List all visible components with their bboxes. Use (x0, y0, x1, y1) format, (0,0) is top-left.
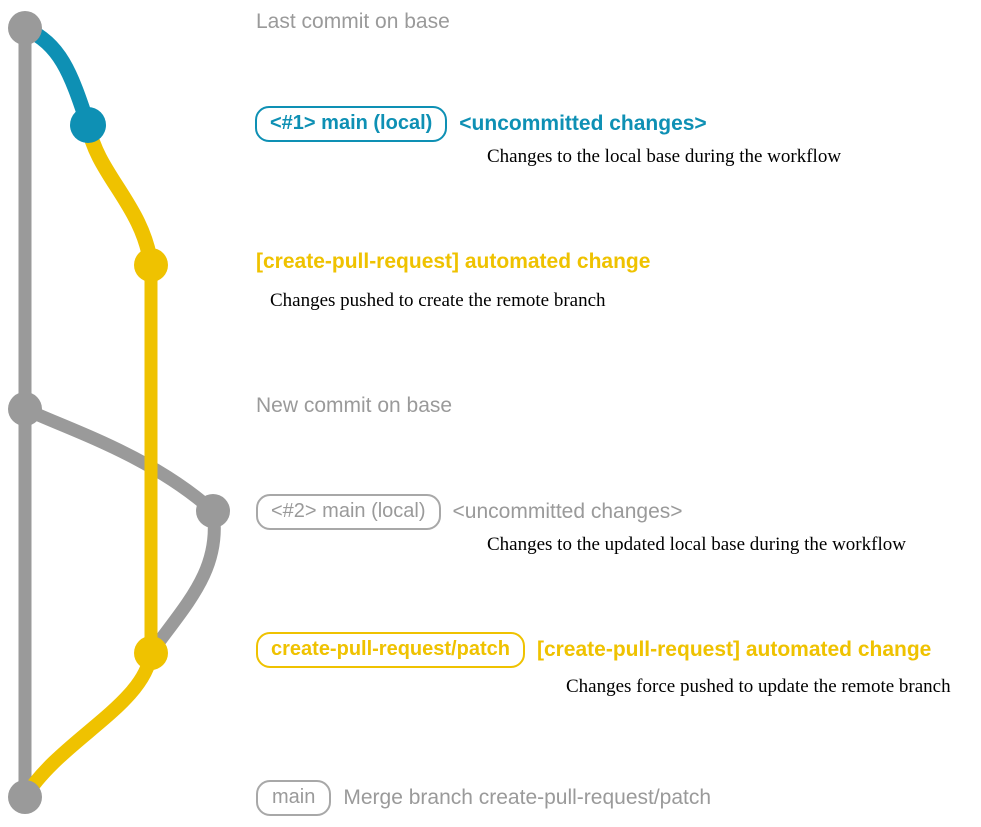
commit-subject: <uncommitted changes> (459, 112, 707, 135)
node-automated-change-create[interactable] (134, 248, 168, 282)
commit-note-local-uncommitted-1: Changes to the local base during the wor… (487, 146, 842, 167)
commit-note-automated-change-create: Changes pushed to create the remote bran… (270, 290, 606, 311)
ref-chip-main[interactable]: main (256, 780, 332, 816)
commit-row-last-commit-on-base: Last commit on base (256, 10, 450, 34)
node-new-commit-on-base[interactable] (8, 392, 42, 426)
node-merge-commit[interactable] (8, 780, 42, 814)
commit-row-automated-change-create: [create-pull-request] automated change (256, 250, 650, 274)
commit-row-new-commit-on-base: New commit on base (256, 394, 452, 418)
node-local-uncommitted-2[interactable] (196, 494, 230, 528)
edge-local1-to-patch1 (80, 117, 159, 273)
commit-row-merge-commit: main Merge branch create-pull-request/pa… (256, 780, 711, 816)
commit-subject: [create-pull-request] automated change (536, 638, 932, 661)
commit-row-local-uncommitted-2: <#2> main (local) <uncommitted changes> (256, 494, 683, 530)
commit-subject: Merge branch create-pull-request/patch (343, 786, 712, 809)
node-local-uncommitted-1[interactable] (70, 107, 106, 143)
ref-chip-create-pull-request-patch[interactable]: create-pull-request/patch (256, 632, 525, 668)
commit-note-local-uncommitted-2: Changes to the updated local base during… (487, 534, 906, 555)
node-automated-change-force[interactable] (134, 636, 168, 670)
commit-subject: Last commit on base (256, 10, 450, 33)
node-last-commit-on-base[interactable] (8, 11, 42, 45)
edge-base-to-local2 (18, 402, 220, 518)
ref-chip-main-local-1[interactable]: <#1> main (local) (255, 106, 448, 142)
edge-local2-to-patch2 (144, 504, 221, 660)
commit-subject: <uncommitted changes> (452, 500, 683, 523)
commit-row-automated-change-force: create-pull-request/patch [create-pull-r… (256, 632, 931, 668)
ref-chip-main-local-2[interactable]: <#2> main (local) (256, 494, 441, 530)
commit-subject: New commit on base (256, 394, 453, 417)
edge-patch2-to-merge (18, 646, 158, 804)
commit-row-local-uncommitted-1: <#1> main (local) <uncommitted changes> (255, 106, 707, 142)
commit-note-automated-change-force: Changes force pushed to update the remot… (566, 676, 951, 697)
commit-subject: [create-pull-request] automated change (256, 250, 651, 273)
